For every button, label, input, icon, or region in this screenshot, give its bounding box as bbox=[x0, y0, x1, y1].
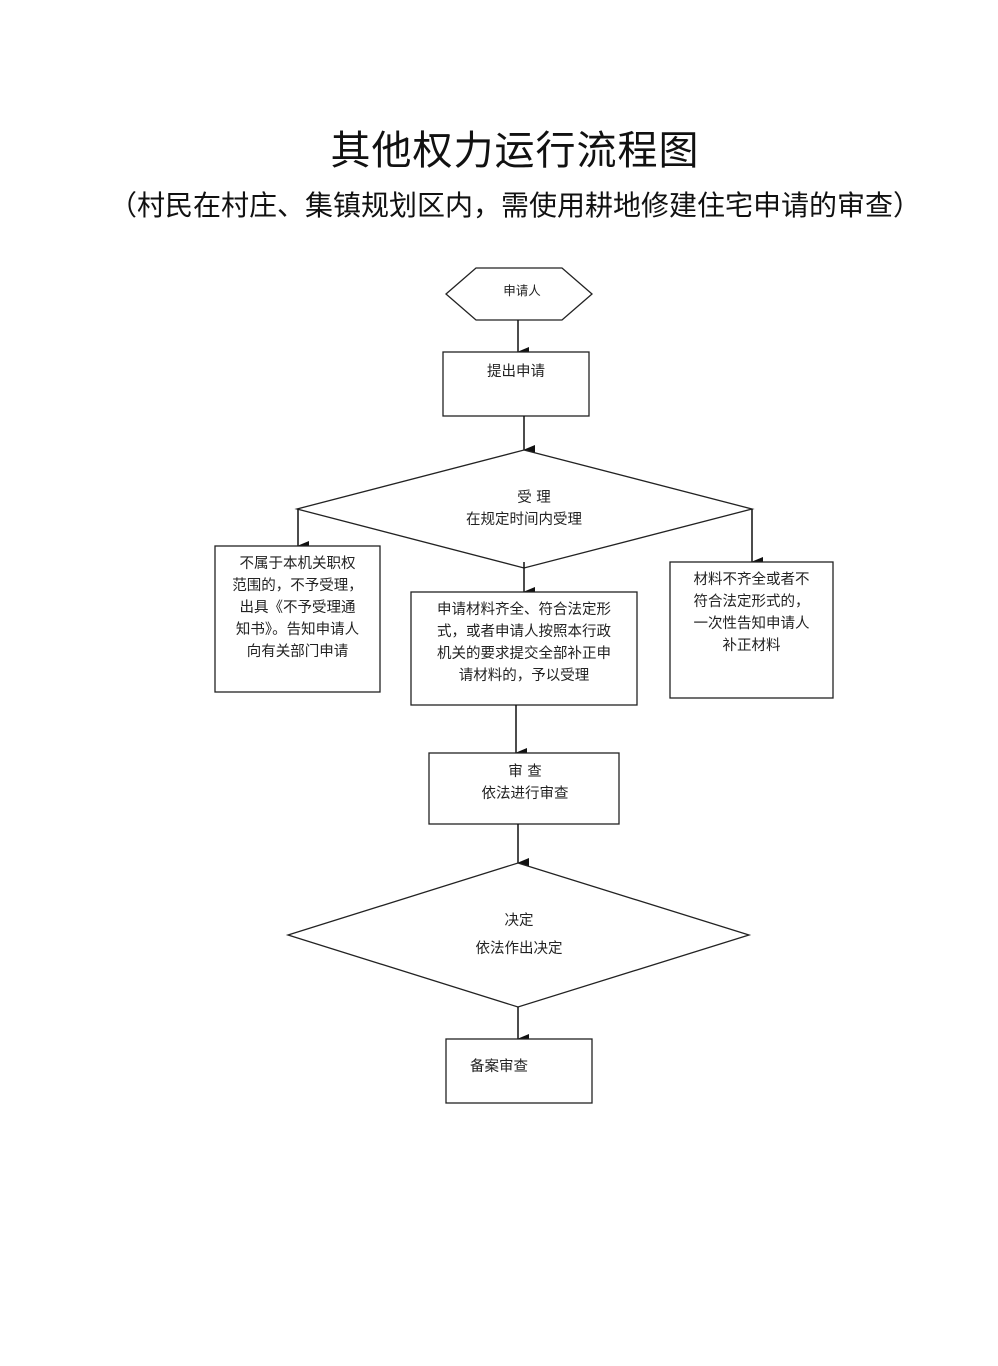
node-reject-line: 向有关部门申请 bbox=[246, 644, 349, 660]
node-review-shape bbox=[428, 752, 620, 825]
node-accepted-line: 申请材料齐全、符合法定形 bbox=[437, 602, 611, 618]
node-archive-shape bbox=[445, 1038, 593, 1104]
node-accepted-line: 请材料的，予以受理 bbox=[458, 668, 590, 684]
node-supplement-line: 符合法定形式的， bbox=[693, 594, 810, 610]
node-supplement-line: 材料不齐全或者不 bbox=[693, 572, 810, 588]
node-accepted-line: 机关的要求提交全部补正申 bbox=[437, 646, 611, 662]
node-accepted-shape bbox=[410, 591, 638, 706]
node-reject-shape bbox=[214, 545, 381, 693]
node-applicant-label: 申请人 bbox=[503, 283, 541, 298]
node-decision-desc: 依法作出决定 bbox=[476, 940, 563, 957]
node-reject-line: 知书》。告知申请人 bbox=[235, 622, 360, 638]
node-submit-label: 提出申请 bbox=[487, 363, 545, 380]
node-decision-shape bbox=[285, 862, 752, 1008]
node-reject-line: 出具《不予受理通 bbox=[239, 600, 356, 616]
node-submit-shape bbox=[442, 351, 590, 417]
node-reject-line: 范围的，不予受理， bbox=[232, 578, 363, 594]
node-accept-title: 受 理 bbox=[517, 489, 551, 506]
node-archive-label: 备案审查 bbox=[470, 1057, 528, 1075]
node-supplement-line: 一次性告知申请人 bbox=[693, 616, 810, 632]
node-reject-line: 不属于本机关职权 bbox=[239, 556, 356, 572]
page-title: 其他权力运行流程图 bbox=[330, 128, 700, 174]
node-applicant-shape bbox=[445, 267, 593, 321]
node-review-title: 审 查 bbox=[508, 763, 542, 780]
node-review-desc: 依法进行审查 bbox=[482, 785, 569, 802]
node-accepted-text: 申请材料齐全、符合法定形 式，或者申请人按照本行政 机关的要求提交全部补正申 请… bbox=[411, 599, 637, 687]
node-supplement-text: 材料不齐全或者不 符合法定形式的， 一次性告知申请人 补正材料 bbox=[670, 569, 833, 657]
page-subtitle: （村民在村庄、集镇规划区内，需使用耕地修建住宅申请的审查） bbox=[108, 189, 921, 222]
node-decision-title: 决定 bbox=[505, 912, 534, 929]
node-reject-text: 不属于本机关职权 范围的，不予受理， 出具《不予受理通 知书》。告知申请人 向有… bbox=[215, 553, 380, 663]
node-supplement-shape bbox=[669, 561, 834, 699]
node-accept-desc: 在规定时间内受理 bbox=[466, 511, 582, 528]
node-supplement-line: 补正材料 bbox=[722, 638, 781, 654]
node-accepted-line: 式，或者申请人按照本行政 bbox=[437, 624, 611, 640]
